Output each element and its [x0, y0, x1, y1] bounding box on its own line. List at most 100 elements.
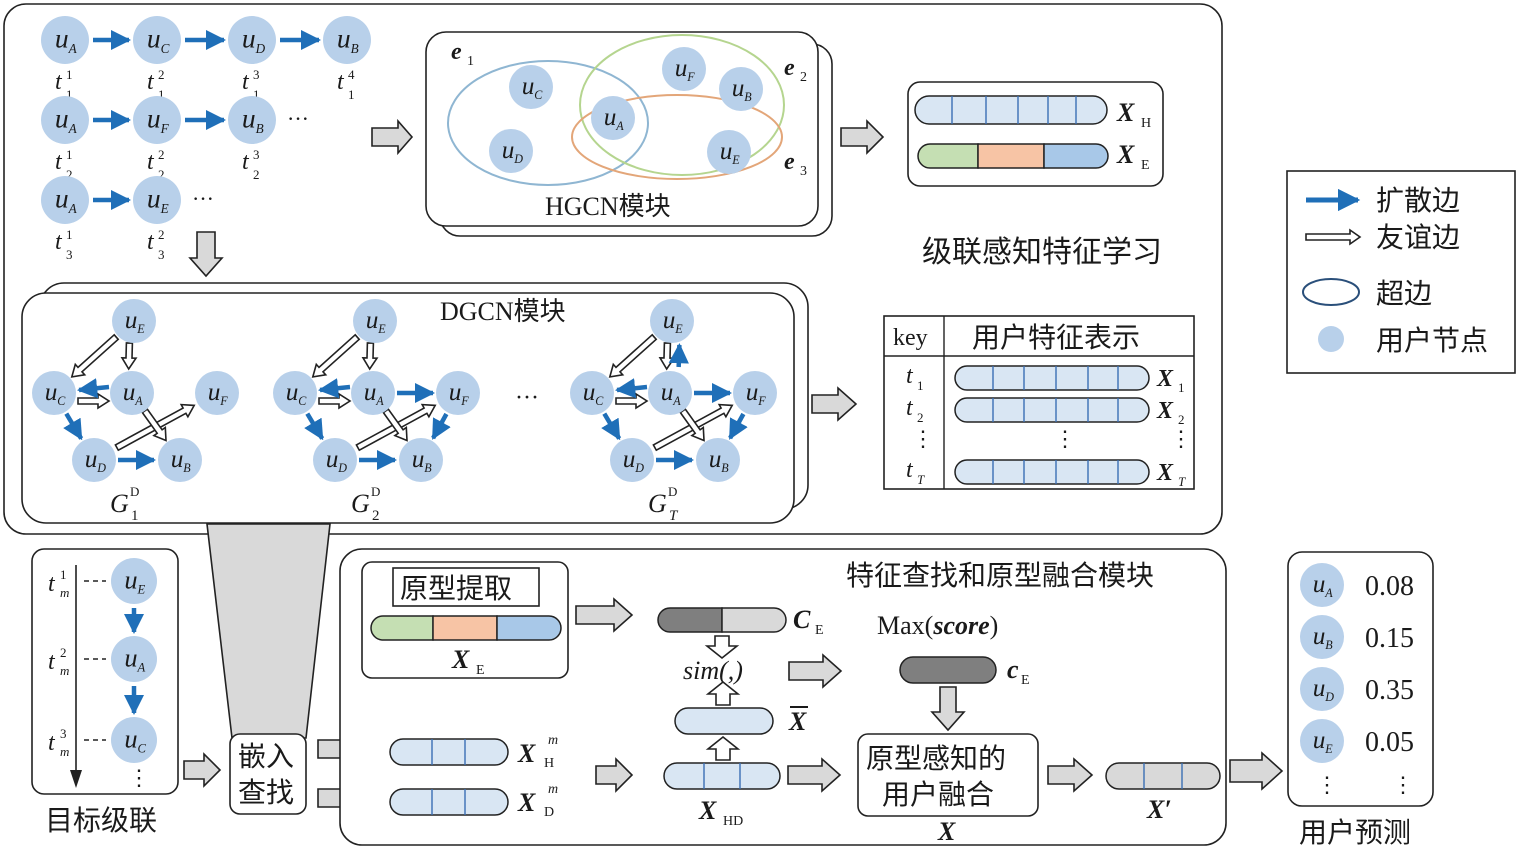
arrow-to-hgcn: [371, 118, 414, 156]
target-time-axis-head: [70, 770, 82, 788]
dgcn-ellipsis: ···: [515, 385, 539, 411]
svg-text:D: D: [130, 484, 139, 499]
svg-text:t: t: [55, 69, 63, 95]
svg-text:E: E: [377, 322, 386, 336]
svg-text:C: C: [793, 605, 811, 634]
svg-text:u: u: [412, 445, 425, 473]
target-cascade-label: 目标级联: [45, 805, 157, 837]
arrow-to-xprime: [1047, 757, 1094, 793]
diffusion-edge: [668, 342, 689, 368]
svg-text:u: u: [171, 445, 184, 473]
svg-text:E: E: [476, 663, 485, 678]
svg-text:u: u: [366, 306, 379, 334]
svg-text:X: X: [1116, 140, 1135, 169]
svg-text:e: e: [451, 39, 462, 65]
arrow-to-xh-xe: [840, 119, 885, 155]
svg-text:2: 2: [158, 147, 165, 162]
svg-text:u: u: [663, 306, 676, 334]
svg-text:u: u: [147, 23, 161, 54]
cascade-ellipsis: ···: [287, 106, 309, 131]
xprime-vector: [1105, 762, 1221, 790]
svg-text:E: E: [136, 583, 145, 597]
diffusion-edge: [76, 378, 110, 399]
svg-text:t: t: [147, 149, 155, 175]
svg-text:2: 2: [253, 167, 260, 182]
friend-edge: [141, 407, 167, 442]
hyperedge-e2: [579, 34, 785, 176]
diffusion-edge: [614, 378, 648, 399]
svg-text:3: 3: [800, 164, 807, 179]
svg-text:2: 2: [158, 167, 165, 182]
svg-text:u: u: [623, 445, 636, 473]
svg-text:0.35: 0.35: [1365, 675, 1414, 706]
legend-friend: 友谊边: [1376, 222, 1460, 254]
svg-text:G: G: [351, 489, 370, 518]
svg-text:D: D: [371, 484, 380, 499]
svg-text:u: u: [242, 23, 256, 54]
svg-text:1: 1: [66, 147, 73, 162]
arrow-xhd-to-fusion: [787, 757, 842, 793]
hyperedge-e1: [447, 60, 649, 186]
svg-text:B: B: [183, 461, 191, 475]
prediction-vdots: ⋮: [1316, 772, 1338, 797]
svg-text:3: 3: [253, 67, 260, 82]
table-col-repr: 用户特征表示: [972, 322, 1140, 354]
svg-text:E: E: [674, 322, 683, 336]
svg-text:B: B: [424, 461, 432, 475]
svg-text:B: B: [721, 461, 729, 475]
svg-text:u: u: [55, 183, 69, 214]
svg-text:u: u: [123, 378, 136, 406]
svg-text:A: A: [672, 394, 681, 408]
xhd-vector: [663, 762, 781, 790]
svg-text:3: 3: [60, 726, 67, 741]
svg-text:4: 4: [348, 67, 355, 82]
svg-text:X: X: [1156, 460, 1174, 486]
arrow-sim-to-max: [788, 653, 843, 689]
svg-text:u: u: [125, 306, 138, 334]
xprime-label: X′: [1146, 795, 1172, 824]
svg-text:F: F: [686, 70, 695, 84]
embed-line2: 查找: [238, 777, 294, 809]
svg-text:u: u: [85, 445, 98, 473]
svg-text:u: u: [502, 136, 515, 164]
svg-text:u: u: [55, 23, 69, 54]
legend-user-node: 用户节点: [1376, 325, 1488, 357]
svg-text:D: D: [337, 461, 347, 475]
svg-text:D: D: [513, 152, 523, 166]
ce-vector: [657, 607, 787, 633]
table-vdots: ⋮: [912, 426, 934, 451]
svg-text:F: F: [460, 394, 469, 408]
max-prefix: Max(score): [877, 611, 998, 640]
svg-text:1: 1: [66, 67, 73, 82]
svg-text:2: 2: [1178, 412, 1185, 427]
svg-text:C: C: [595, 394, 604, 408]
svg-text:X: X: [451, 645, 470, 674]
svg-text:C: C: [137, 742, 146, 756]
svg-text:C: C: [534, 88, 543, 102]
arrow-to-user-table: [811, 386, 858, 422]
embed-line1: 嵌入: [238, 741, 294, 773]
svg-text:C: C: [161, 41, 170, 56]
legend-hyperedge: 超边: [1376, 278, 1432, 310]
svg-text:u: u: [583, 378, 596, 406]
svg-text:T: T: [1178, 474, 1186, 489]
svg-text:u: u: [1313, 570, 1326, 598]
xe-vector: [917, 143, 1109, 169]
